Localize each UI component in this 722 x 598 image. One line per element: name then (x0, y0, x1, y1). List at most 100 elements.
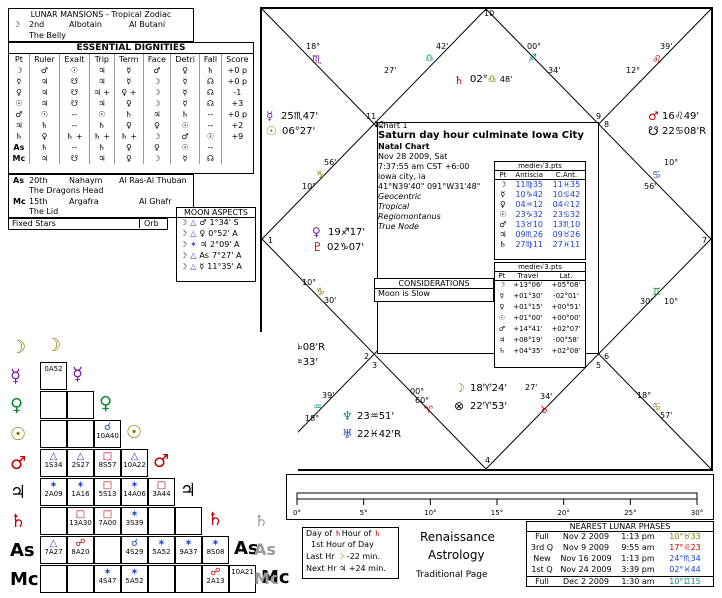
antiscia-head: C.Ant. (555, 171, 578, 179)
chart-zodiac1: Geocentric (378, 192, 422, 201)
mansion-num: 15th (29, 197, 48, 206)
dignity-cell: ☿ (170, 76, 200, 87)
north-node-pos: 22♑08'R (281, 342, 326, 353)
grid-cell (67, 391, 94, 419)
hour-last-label: Last Hr ☽ -22 min. (306, 552, 381, 561)
travel-travel: +01°00' (513, 314, 543, 322)
grid-cell (175, 536, 202, 564)
antiscia-pt: ☉ (499, 210, 507, 219)
travel-head: Lat. (559, 272, 573, 280)
moon-glyph: ☽ (454, 381, 465, 395)
grid-diag-8: Mc (261, 567, 290, 588)
grid-aspect-orb: 9A37 (179, 548, 198, 556)
dignity-cell: ♃ (88, 65, 115, 76)
cusp-5-min: 34' (540, 392, 553, 401)
hour-first-text: 1st Hour of Day (311, 540, 374, 549)
antiscia-pt: ♂ (499, 220, 507, 229)
cusp-num-10: 10 (484, 9, 495, 18)
cusp-3-deg: 00° (410, 387, 425, 396)
degree-bar-svg: 0°5°10°15°20°25°30° (293, 492, 703, 517)
dignity-cell: ♀ (113, 153, 144, 164)
dig-header: Trip (88, 54, 115, 65)
grid-aspect-orb: 8A20 (71, 548, 90, 556)
mansion-moon-glyph: ☽ (13, 20, 21, 29)
antiscia-cant: 11♓35 (552, 180, 581, 189)
cusp-num-11: 11 (366, 112, 377, 121)
dignity-cell: ☽ (15, 66, 23, 75)
grid-aspect-sym: △ (76, 451, 85, 462)
dignity-cell: ☋ (59, 153, 90, 164)
moon-aspect-row: ☽△♀0°52' A (177, 229, 255, 240)
grid-right-label-1: As (254, 540, 276, 559)
lunar-phase-time: 9:55 am (621, 543, 655, 552)
grid-planet-4: ♂ (10, 453, 27, 474)
grid-cell (148, 536, 175, 564)
dignity-cell: -- (199, 120, 222, 131)
dig-header: Face (142, 54, 171, 65)
dignity-cell: ☿ (170, 87, 200, 98)
dignity-cell: ☽ (142, 87, 171, 98)
cusp-1b-lbl: 30' (324, 296, 337, 305)
moon-aspect-val: 1°34' S (209, 218, 239, 227)
chart-coords: 41°N39'40" 091°W31'48" (378, 182, 481, 191)
dignity-row: As♄--♄♀♀☉-- (9, 142, 253, 153)
moon-aspect-b: ☿ (199, 262, 205, 271)
dig-header: Ruler (28, 54, 60, 65)
dignity-cell: ☉ (59, 65, 90, 76)
dignity-cell: ☽ (142, 131, 171, 142)
cusp-10-sign: ♐ (528, 53, 537, 64)
dignity-cell: ♃ (28, 76, 60, 87)
lunar-phase-date: Nov 2 2009 (562, 532, 610, 541)
fixed-stars-orb: Orb (139, 219, 159, 228)
dignity-cell: ♃ (88, 76, 115, 87)
moon-aspect-asp: △ (190, 218, 197, 227)
grid-cell-content: ☌4S29 (121, 539, 148, 557)
moon-aspect-a: ☽ (180, 229, 188, 238)
dignity-row: ☽♂☉♃☿♂♀♄+0 p (9, 65, 253, 76)
grid-cell-content: ☌10A40 (94, 423, 121, 441)
grid-cell (67, 449, 94, 477)
mansion-name: Nahaym (69, 176, 103, 185)
grid-cell (229, 565, 256, 593)
grid-aspect-sym: □ (75, 509, 86, 520)
cusp-7b-min: 30' (640, 297, 653, 306)
grid-cell-content: ✶9A37 (175, 539, 202, 557)
grid-diag-1: ☿ (72, 364, 84, 385)
cusp-9-deg: 12° (626, 66, 641, 75)
lunar-phase-time: 1:30 am (621, 577, 655, 586)
lunar-phase-date: Nov 9 2009 (562, 543, 610, 552)
grid-aspect-orb: 2A09 (44, 490, 63, 498)
cusp-num-8: 8 (604, 120, 610, 129)
cusp-7-min: 56' (644, 182, 657, 191)
cusp-7-sign: ♋ (652, 170, 661, 181)
dignity-cell: ♄ (88, 142, 115, 153)
mansion-num: 20th (29, 176, 48, 185)
travel-title: medie√3.pts (495, 263, 585, 272)
cusp-9-min: 39' (660, 42, 673, 51)
dignity-row: Mc♃☋♃♀☽☿☊ (9, 153, 253, 164)
grid-aspect-sym: ☌ (131, 538, 138, 549)
cusp-num-1: 1 (268, 236, 274, 245)
grid-planet-0: ☽ (10, 337, 27, 358)
pluto-glyph: ♇ (312, 240, 323, 254)
grid-diag-4: ♂ (153, 451, 170, 472)
grid-cell-content: △2S27 (67, 452, 94, 470)
cusp-12-sign: ♏ (312, 53, 322, 66)
mansion-name: Albotain (69, 20, 102, 29)
lunar-phase-pos: 24°♏34 (669, 554, 701, 563)
grid-cell (40, 362, 67, 390)
grid-cell-content: ☍2A13 (202, 568, 229, 586)
grid-aspect-orb: 10A40 (96, 432, 119, 440)
dignity-cell: ☉ (15, 99, 23, 108)
dignity-cell: ♀ (142, 142, 171, 153)
chart-label: Chart 1 (378, 121, 408, 130)
grid-cell (202, 536, 229, 564)
grid-planet-2: ♀ (10, 395, 24, 416)
neptune-pos: 23♒51' (357, 411, 395, 422)
grid-aspect-sym: □ (102, 451, 113, 462)
lunar-phase-pos: 10°♊15 (669, 577, 701, 586)
